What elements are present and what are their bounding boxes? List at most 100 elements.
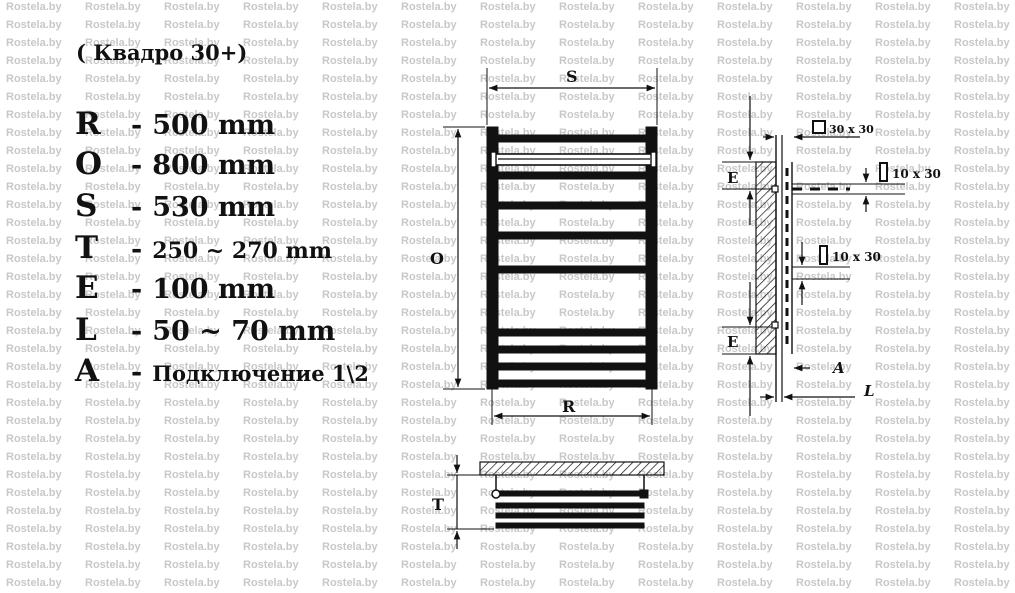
watermark-text: Rostela.by — [322, 505, 379, 517]
label-profile-10x30-top: 10 x 30 — [892, 167, 941, 181]
watermark-text: Rostela.by — [322, 181, 379, 193]
watermark-text: Rostela.by — [480, 397, 537, 409]
spec-row-r: R-500 mm — [75, 106, 275, 142]
watermark-text: Rostela.by — [164, 289, 221, 301]
watermark-text: Rostela.by — [480, 109, 537, 121]
watermark-text: Rostela.by — [954, 37, 1011, 49]
watermark-text: Rostela.by — [6, 55, 63, 67]
label-e-top: E — [727, 169, 738, 187]
watermark-text: Rostela.by — [875, 163, 932, 175]
rung — [497, 201, 647, 210]
watermark-text: Rostela.by — [875, 487, 932, 499]
watermark-text: Rostela.by — [401, 487, 458, 499]
watermark-text: Rostela.by — [322, 415, 379, 427]
rung — [497, 134, 647, 143]
watermark-text: Rostela.by — [322, 253, 379, 265]
watermark-text: Rostela.by — [401, 199, 458, 211]
watermark-text: Rostela.by — [322, 559, 379, 571]
spec-key: O — [75, 146, 103, 182]
watermark-text: Rostela.by — [796, 433, 853, 445]
watermark-text: Rostela.by — [401, 37, 458, 49]
watermark-text: Rostela.by — [85, 271, 142, 283]
watermark-text: Rostela.by — [85, 91, 142, 103]
watermark-text: Rostela.by — [6, 217, 63, 229]
watermark-text: Rostela.by — [480, 55, 537, 67]
watermark-text: Rostela.by — [243, 505, 300, 517]
watermark-text: Rostela.by — [243, 253, 300, 265]
label-t: T — [432, 495, 444, 514]
watermark-text: Rostela.by — [796, 523, 853, 535]
watermark-text: Rostela.by — [401, 91, 458, 103]
watermark-text: Rostela.by — [85, 253, 142, 265]
watermark-text: Rostela.by — [954, 451, 1011, 463]
watermark-text: Rostela.by — [717, 55, 774, 67]
rod-cap — [650, 151, 657, 168]
watermark-text: Rostela.by — [875, 19, 932, 31]
watermark-text: Rostela.by — [796, 451, 853, 463]
watermark-text: Rostela.by — [85, 55, 142, 67]
top-bar — [495, 490, 645, 497]
watermark-text: Rostela.by — [954, 271, 1011, 283]
spec-key: L — [75, 312, 97, 348]
watermark-text: Rostela.by — [875, 37, 932, 49]
rung — [497, 171, 647, 180]
watermark-text: Rostela.by — [243, 487, 300, 499]
watermark-text: Rostela.by — [875, 199, 932, 211]
watermark-text: Rostela.by — [164, 217, 221, 229]
watermark-text: Rostela.by — [401, 181, 458, 193]
watermark-text: Rostela.by — [875, 217, 932, 229]
watermark-text: Rostela.by — [559, 433, 616, 445]
watermark-text: Rostela.by — [243, 109, 300, 121]
watermark-text: Rostela.by — [85, 505, 142, 517]
watermark-text: Rostela.by — [6, 73, 63, 85]
watermark-text: Rostela.by — [480, 433, 537, 445]
watermark-text: Rostela.by — [875, 91, 932, 103]
watermark-text: Rostela.by — [559, 55, 616, 67]
watermark-text: Rostela.by — [954, 325, 1011, 337]
watermark-text: Rostela.by — [875, 433, 932, 445]
watermark-text: Rostela.by — [322, 91, 379, 103]
watermark-text: Rostela.by — [875, 379, 932, 391]
spec-row-e: E-100 mm — [75, 270, 275, 306]
watermark-text: Rostela.by — [401, 523, 458, 535]
side-view — [722, 96, 905, 416]
bracket — [771, 185, 779, 193]
watermark-text: Rostela.by — [243, 163, 300, 175]
watermark-text: Rostela.by — [164, 505, 221, 517]
watermark-text: Rostela.by — [796, 145, 853, 157]
watermark-text: Rostela.by — [875, 307, 932, 319]
watermark-text: Rostela.by — [638, 19, 695, 31]
watermark-text: Rostela.by — [954, 343, 1011, 355]
watermark-text: Rostela.by — [401, 361, 458, 373]
rung — [497, 362, 647, 371]
watermark-text: Rostela.by — [85, 577, 142, 589]
watermark-text: Rostela.by — [875, 397, 932, 409]
watermark-text: Rostela.by — [559, 541, 616, 553]
top-bar — [495, 502, 645, 509]
watermark-text: Rostela.by — [6, 181, 63, 193]
label-e-bottom: E — [727, 333, 738, 351]
watermark-text: Rostela.by — [6, 469, 63, 481]
watermark-text: Rostela.by — [401, 433, 458, 445]
spec-value: Подключение 1\2 — [152, 361, 369, 386]
watermark-text: Rostela.by — [85, 451, 142, 463]
watermark-text: Rostela.by — [875, 505, 932, 517]
watermark-text: Rostela.by — [85, 199, 142, 211]
label-l: L — [863, 382, 875, 400]
label-s: S — [566, 67, 578, 86]
watermark-text: Rostela.by — [85, 127, 142, 139]
watermark-text: Rostela.by — [401, 73, 458, 85]
rung — [497, 379, 647, 388]
watermark-text: Rostela.by — [796, 19, 853, 31]
watermark-text: Rostela.by — [954, 415, 1011, 427]
watermark-text: Rostela.by — [6, 127, 63, 139]
spec-dash: - — [131, 234, 143, 265]
watermark-text: Rostela.by — [875, 523, 932, 535]
watermark-text: Rostela.by — [322, 1, 379, 13]
watermark-text: Rostela.by — [243, 307, 300, 319]
watermark-text: Rostela.by — [322, 379, 379, 391]
watermark-text: Rostela.by — [85, 433, 142, 445]
watermark-text: Rostela.by — [322, 145, 379, 157]
watermark-text: Rostela.by — [85, 181, 142, 193]
